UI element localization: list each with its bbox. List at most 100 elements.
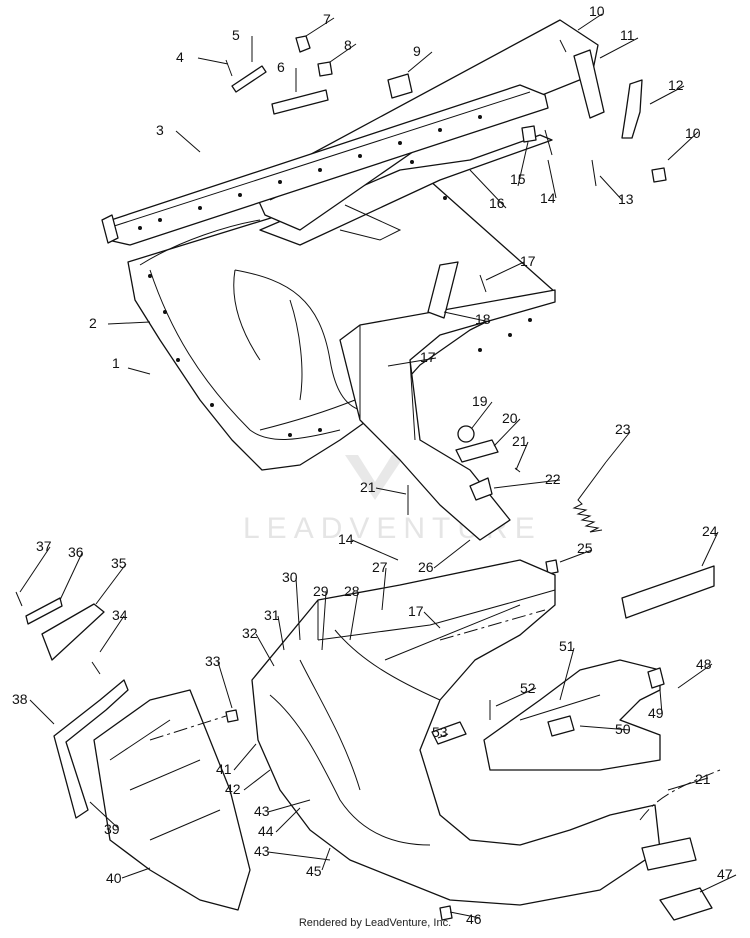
leader-line bbox=[493, 479, 561, 489]
callout-14: 14 bbox=[540, 190, 556, 206]
leader-line bbox=[387, 357, 437, 367]
leader-line bbox=[217, 661, 233, 709]
part-19-plug bbox=[457, 425, 475, 443]
leader-line bbox=[579, 725, 631, 731]
callout-10: 10 bbox=[589, 3, 605, 19]
part-10-cap bbox=[651, 167, 667, 183]
callout-9: 9 bbox=[413, 43, 421, 59]
leader-line bbox=[495, 687, 537, 707]
callout-21: 21 bbox=[512, 433, 528, 449]
callout-34: 34 bbox=[112, 607, 128, 623]
callout-35: 35 bbox=[111, 555, 127, 571]
part-36-strip bbox=[25, 597, 63, 625]
callout-2: 2 bbox=[89, 315, 97, 331]
callout-21: 21 bbox=[695, 771, 711, 787]
callout-23: 23 bbox=[615, 421, 631, 437]
callout-32: 32 bbox=[242, 625, 258, 641]
leader-line bbox=[659, 689, 663, 715]
part-35-mount bbox=[41, 603, 105, 661]
leader-line bbox=[19, 546, 51, 593]
part-7-knob bbox=[295, 35, 311, 53]
part-18-bracket bbox=[427, 261, 459, 319]
leader-line bbox=[305, 17, 335, 37]
leader-line bbox=[559, 549, 593, 563]
callout-1: 1 bbox=[112, 355, 120, 371]
leader-line bbox=[649, 85, 685, 105]
callout-16: 16 bbox=[489, 195, 505, 211]
callout-38: 38 bbox=[12, 691, 28, 707]
leader-line bbox=[243, 769, 271, 791]
callout-25: 25 bbox=[577, 540, 593, 556]
part-20-plate bbox=[455, 439, 499, 463]
leader-line bbox=[423, 611, 441, 629]
callout-15: 15 bbox=[510, 171, 526, 187]
part-15-bushing bbox=[521, 125, 537, 143]
part-5-clip bbox=[231, 65, 267, 93]
callout-26: 26 bbox=[418, 559, 434, 575]
leader-line bbox=[677, 663, 713, 689]
leader-line bbox=[29, 699, 55, 725]
leader-line bbox=[375, 487, 407, 495]
leader-line bbox=[667, 777, 709, 791]
leader-line bbox=[351, 539, 399, 561]
callout-21: 21 bbox=[360, 479, 376, 495]
leader-line bbox=[267, 851, 331, 861]
leader-line bbox=[275, 807, 301, 833]
callout-43: 43 bbox=[254, 843, 270, 859]
leader-line bbox=[577, 13, 603, 31]
callout-51: 51 bbox=[559, 638, 575, 654]
leader-line bbox=[515, 441, 529, 471]
leader-line bbox=[99, 615, 125, 653]
leader-line bbox=[267, 799, 311, 813]
callout-10: 10 bbox=[685, 125, 701, 141]
part-26-lower-mount bbox=[339, 289, 556, 541]
part-38-frame bbox=[53, 679, 129, 819]
callout-43: 43 bbox=[254, 803, 270, 819]
callout-4: 4 bbox=[176, 49, 184, 65]
part-47-block bbox=[659, 887, 713, 921]
callout-20: 20 bbox=[502, 410, 518, 426]
leader-line bbox=[599, 37, 639, 59]
part-33-grommet bbox=[225, 709, 239, 723]
part-9-latch bbox=[387, 73, 413, 99]
leader-line bbox=[295, 577, 301, 641]
leader-line bbox=[381, 567, 387, 611]
leader-line bbox=[517, 141, 529, 187]
leader-line bbox=[255, 633, 275, 667]
callout-46: 46 bbox=[466, 911, 482, 927]
leader-line bbox=[127, 367, 151, 375]
part-16-support bbox=[259, 134, 553, 246]
leader-line bbox=[407, 51, 433, 73]
part-53-clip bbox=[431, 721, 467, 745]
part-46-bolt bbox=[439, 905, 453, 921]
part-23-spring bbox=[572, 461, 607, 533]
leader-line bbox=[699, 874, 737, 893]
callout-41: 41 bbox=[216, 761, 232, 777]
part-11-hinge-bar bbox=[573, 49, 605, 119]
callout-39: 39 bbox=[104, 821, 120, 837]
callout-8: 8 bbox=[344, 37, 352, 53]
callout-53: 53 bbox=[432, 724, 448, 740]
callout-5: 5 bbox=[232, 27, 240, 43]
callout-37: 37 bbox=[36, 538, 52, 554]
part-12-prop-arm bbox=[621, 79, 643, 139]
callout-7: 7 bbox=[323, 11, 331, 27]
callout-31: 31 bbox=[264, 607, 280, 623]
leader-line bbox=[59, 552, 83, 601]
callout-22: 22 bbox=[545, 471, 561, 487]
leader-line bbox=[605, 431, 631, 463]
leader-line bbox=[107, 321, 151, 325]
callout-24: 24 bbox=[702, 523, 718, 539]
callout-13: 13 bbox=[618, 191, 634, 207]
callout-47: 47 bbox=[717, 866, 733, 882]
leader-line bbox=[437, 733, 449, 739]
callout-14: 14 bbox=[338, 531, 354, 547]
callout-45: 45 bbox=[306, 863, 322, 879]
part-50-pad bbox=[547, 715, 575, 737]
callout-29: 29 bbox=[313, 583, 329, 599]
leader-line bbox=[547, 159, 557, 199]
leader-line bbox=[349, 591, 359, 641]
part-49-latch bbox=[647, 667, 665, 689]
